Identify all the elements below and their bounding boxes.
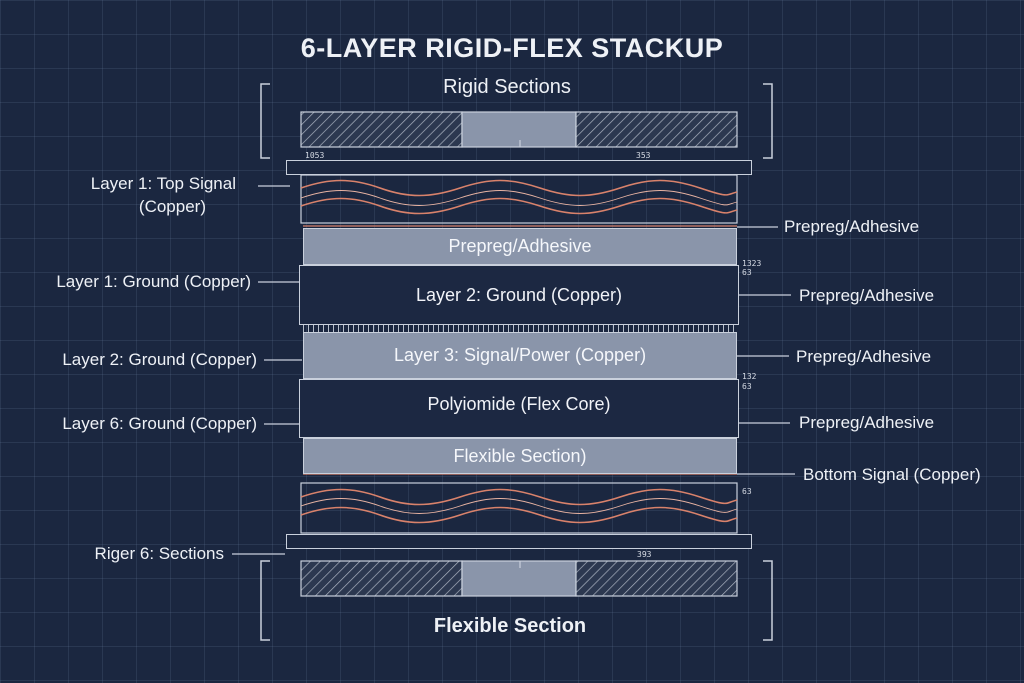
- left-leader-lines: [232, 185, 302, 555]
- label-layer6-ground: Layer 6: Ground (Copper): [62, 414, 257, 433]
- top-rigid-plate: [286, 160, 752, 175]
- label-prepreg-2: Prepreg/Adhesive: [799, 286, 935, 305]
- annotation-right-b1: 132: [742, 372, 757, 381]
- label-bottom-signal: Bottom Signal (Copper): [803, 465, 981, 484]
- label-top-signal-sub: (Copper): [138, 197, 206, 216]
- flexible-section-band: Flexible Section): [303, 438, 737, 474]
- bottom-flex-region: [300, 482, 738, 534]
- rigid-sections-heading: Rigid Sections: [443, 76, 571, 98]
- diagram-title: 6-LAYER RIGID-FLEX STACKUP: [300, 33, 724, 63]
- label-prepreg-4: Prepreg/Adhesive: [799, 413, 935, 432]
- bottom-bracket: [260, 560, 773, 641]
- annotation-top-right: 353: [636, 151, 651, 160]
- annotation-right-a2: 63: [742, 268, 752, 277]
- layer2-ground-band: Layer 2: Ground (Copper): [299, 265, 739, 325]
- annotation-right-a1: 1323: [742, 259, 762, 268]
- label-prepreg-1: Prepreg/Adhesive: [784, 217, 920, 236]
- annotation-right-b2: 63: [742, 382, 752, 391]
- annotation-right-c: 63: [742, 487, 752, 496]
- top-bracket: [260, 83, 773, 159]
- annotation-top-left: 1053: [305, 151, 325, 160]
- bottom-copper-waves: [300, 488, 738, 524]
- label-prepreg-3: Prepreg/Adhesive: [796, 347, 932, 366]
- right-leader-lines: [737, 226, 795, 475]
- layer3-signal-band: Layer 3: Signal/Power (Copper): [303, 332, 737, 379]
- flexible-section-heading: Flexible Section: [433, 615, 587, 637]
- prepreg-strip: [303, 325, 737, 332]
- prepreg-adhesive-band: Prepreg/Adhesive: [303, 228, 737, 265]
- top-flex-region: [300, 174, 738, 224]
- label-layer2-ground: Layer 2: Ground (Copper): [62, 350, 257, 369]
- bottom-rigid-block: [300, 560, 738, 597]
- annotation-bottom-right: 393: [637, 550, 652, 559]
- label-layer1-ground: Layer 1: Ground (Copper): [56, 272, 251, 291]
- label-top-signal: Layer 1: Top Signal: [90, 174, 236, 193]
- top-copper-waves: [300, 179, 738, 215]
- bottom-rigid-plate: [286, 534, 752, 549]
- polyimide-band: Polyiomide (Flex Core): [299, 379, 739, 438]
- top-rigid-block: [300, 111, 738, 148]
- label-riger-sections: Riger 6: Sections: [94, 544, 224, 563]
